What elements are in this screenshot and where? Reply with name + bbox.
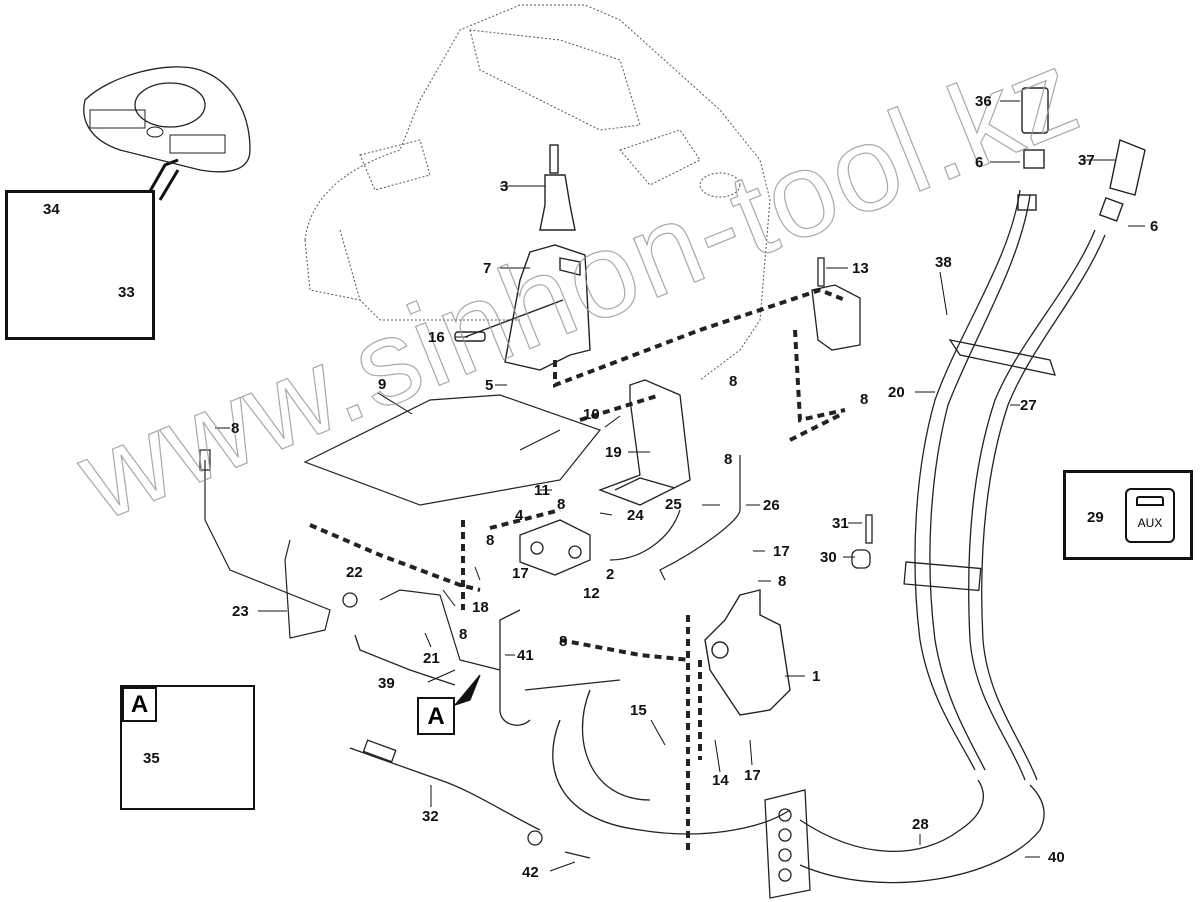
callout-5: 5 [485,377,494,394]
aux-switch-key: AUX [1125,488,1175,543]
callout-15: 15 [630,702,647,719]
callout-37: 37 [1078,152,1095,169]
callout-16: 16 [428,329,445,346]
callout-8-d: 8 [724,451,733,468]
callout-20: 20 [888,384,905,401]
callout-21: 21 [423,650,440,667]
detail-a-reference: A [417,697,455,735]
callout-10: 10 [583,406,600,423]
callout-27: 27 [1020,397,1037,414]
hose-part [903,189,1106,781]
callout-13: 13 [852,260,869,277]
wiring-harness [309,287,846,850]
callout-6-b: 6 [1150,218,1159,235]
callout-26: 26 [763,497,780,514]
callout-11: 11 [534,482,550,499]
callout-8-c: 8 [860,391,869,408]
callout-1: 1 [812,668,821,685]
line-26-part [659,455,741,581]
hose-39-part [342,592,456,686]
callout-30: 30 [820,549,837,566]
callout-29: 29 [1087,509,1104,526]
callout-8-a: 8 [231,420,240,437]
joystick-part [539,144,576,231]
callout-17-b: 17 [773,543,790,560]
callout-22: 22 [346,564,363,581]
callout-6-a: 6 [975,154,984,171]
callout-38: 38 [935,254,952,271]
quick-coupler-part [1017,87,1146,222]
valve-block-part [519,519,591,576]
callout-39: 39 [378,675,395,692]
callout-28: 28 [912,816,929,833]
callout-4: 4 [515,507,524,524]
dash-panel-part [83,66,251,173]
callout-31: 31 [832,515,849,532]
callout-12: 12 [583,585,600,602]
callout-17-a: 17 [512,565,529,582]
callout-23: 23 [232,603,249,620]
callout-18: 18 [472,599,489,616]
callout-8-b: 8 [729,373,738,390]
callout-8-i: 8 [778,573,787,590]
detail-a-letter: A [130,691,149,718]
callout-40: 40 [1048,849,1065,866]
line-25-part [609,509,681,561]
callout-34: 34 [43,201,60,218]
cap-part [851,514,873,569]
callout-17-c: 17 [744,767,761,784]
machine-frame-outline [304,4,771,381]
aux-label: AUX [1137,516,1163,530]
hose-32-part [349,739,591,859]
pipe-22-part [379,589,501,671]
callout-19: 19 [605,444,622,461]
mounting-bracket-part [811,257,861,351]
callout-35: 35 [143,750,160,767]
detail-connector [143,158,179,201]
bracket-part [598,379,691,506]
floor-plate-part [303,394,601,506]
callout-36: 36 [975,93,992,110]
callout-3: 3 [500,178,509,195]
callout-2: 2 [606,566,615,583]
callout-8-h: 8 [559,633,568,650]
callout-24: 24 [627,507,644,524]
callout-8-g: 8 [459,626,468,643]
lower-hoses-part [552,689,1045,899]
callout-8-f: 8 [486,532,495,549]
callout-14: 14 [712,772,729,789]
control-valve-part [704,589,791,716]
detail-a-label-box: A [122,687,157,722]
pipe-41-part [499,609,621,726]
callout-25: 25 [665,496,682,513]
callout-32: 32 [422,808,439,825]
cable-23-part [199,449,331,639]
callout-9: 9 [378,376,387,393]
callout-42: 42 [522,864,539,881]
callout-7: 7 [483,260,492,277]
callout-8-e: 8 [557,496,566,513]
callout-33: 33 [118,284,135,301]
detail-a-reference-letter: A [427,703,445,730]
detail-a-pointer [453,674,481,707]
hydraulic-coupler-icon [1136,496,1164,506]
switch-detail-box [5,190,155,340]
callout-41: 41 [517,647,534,664]
